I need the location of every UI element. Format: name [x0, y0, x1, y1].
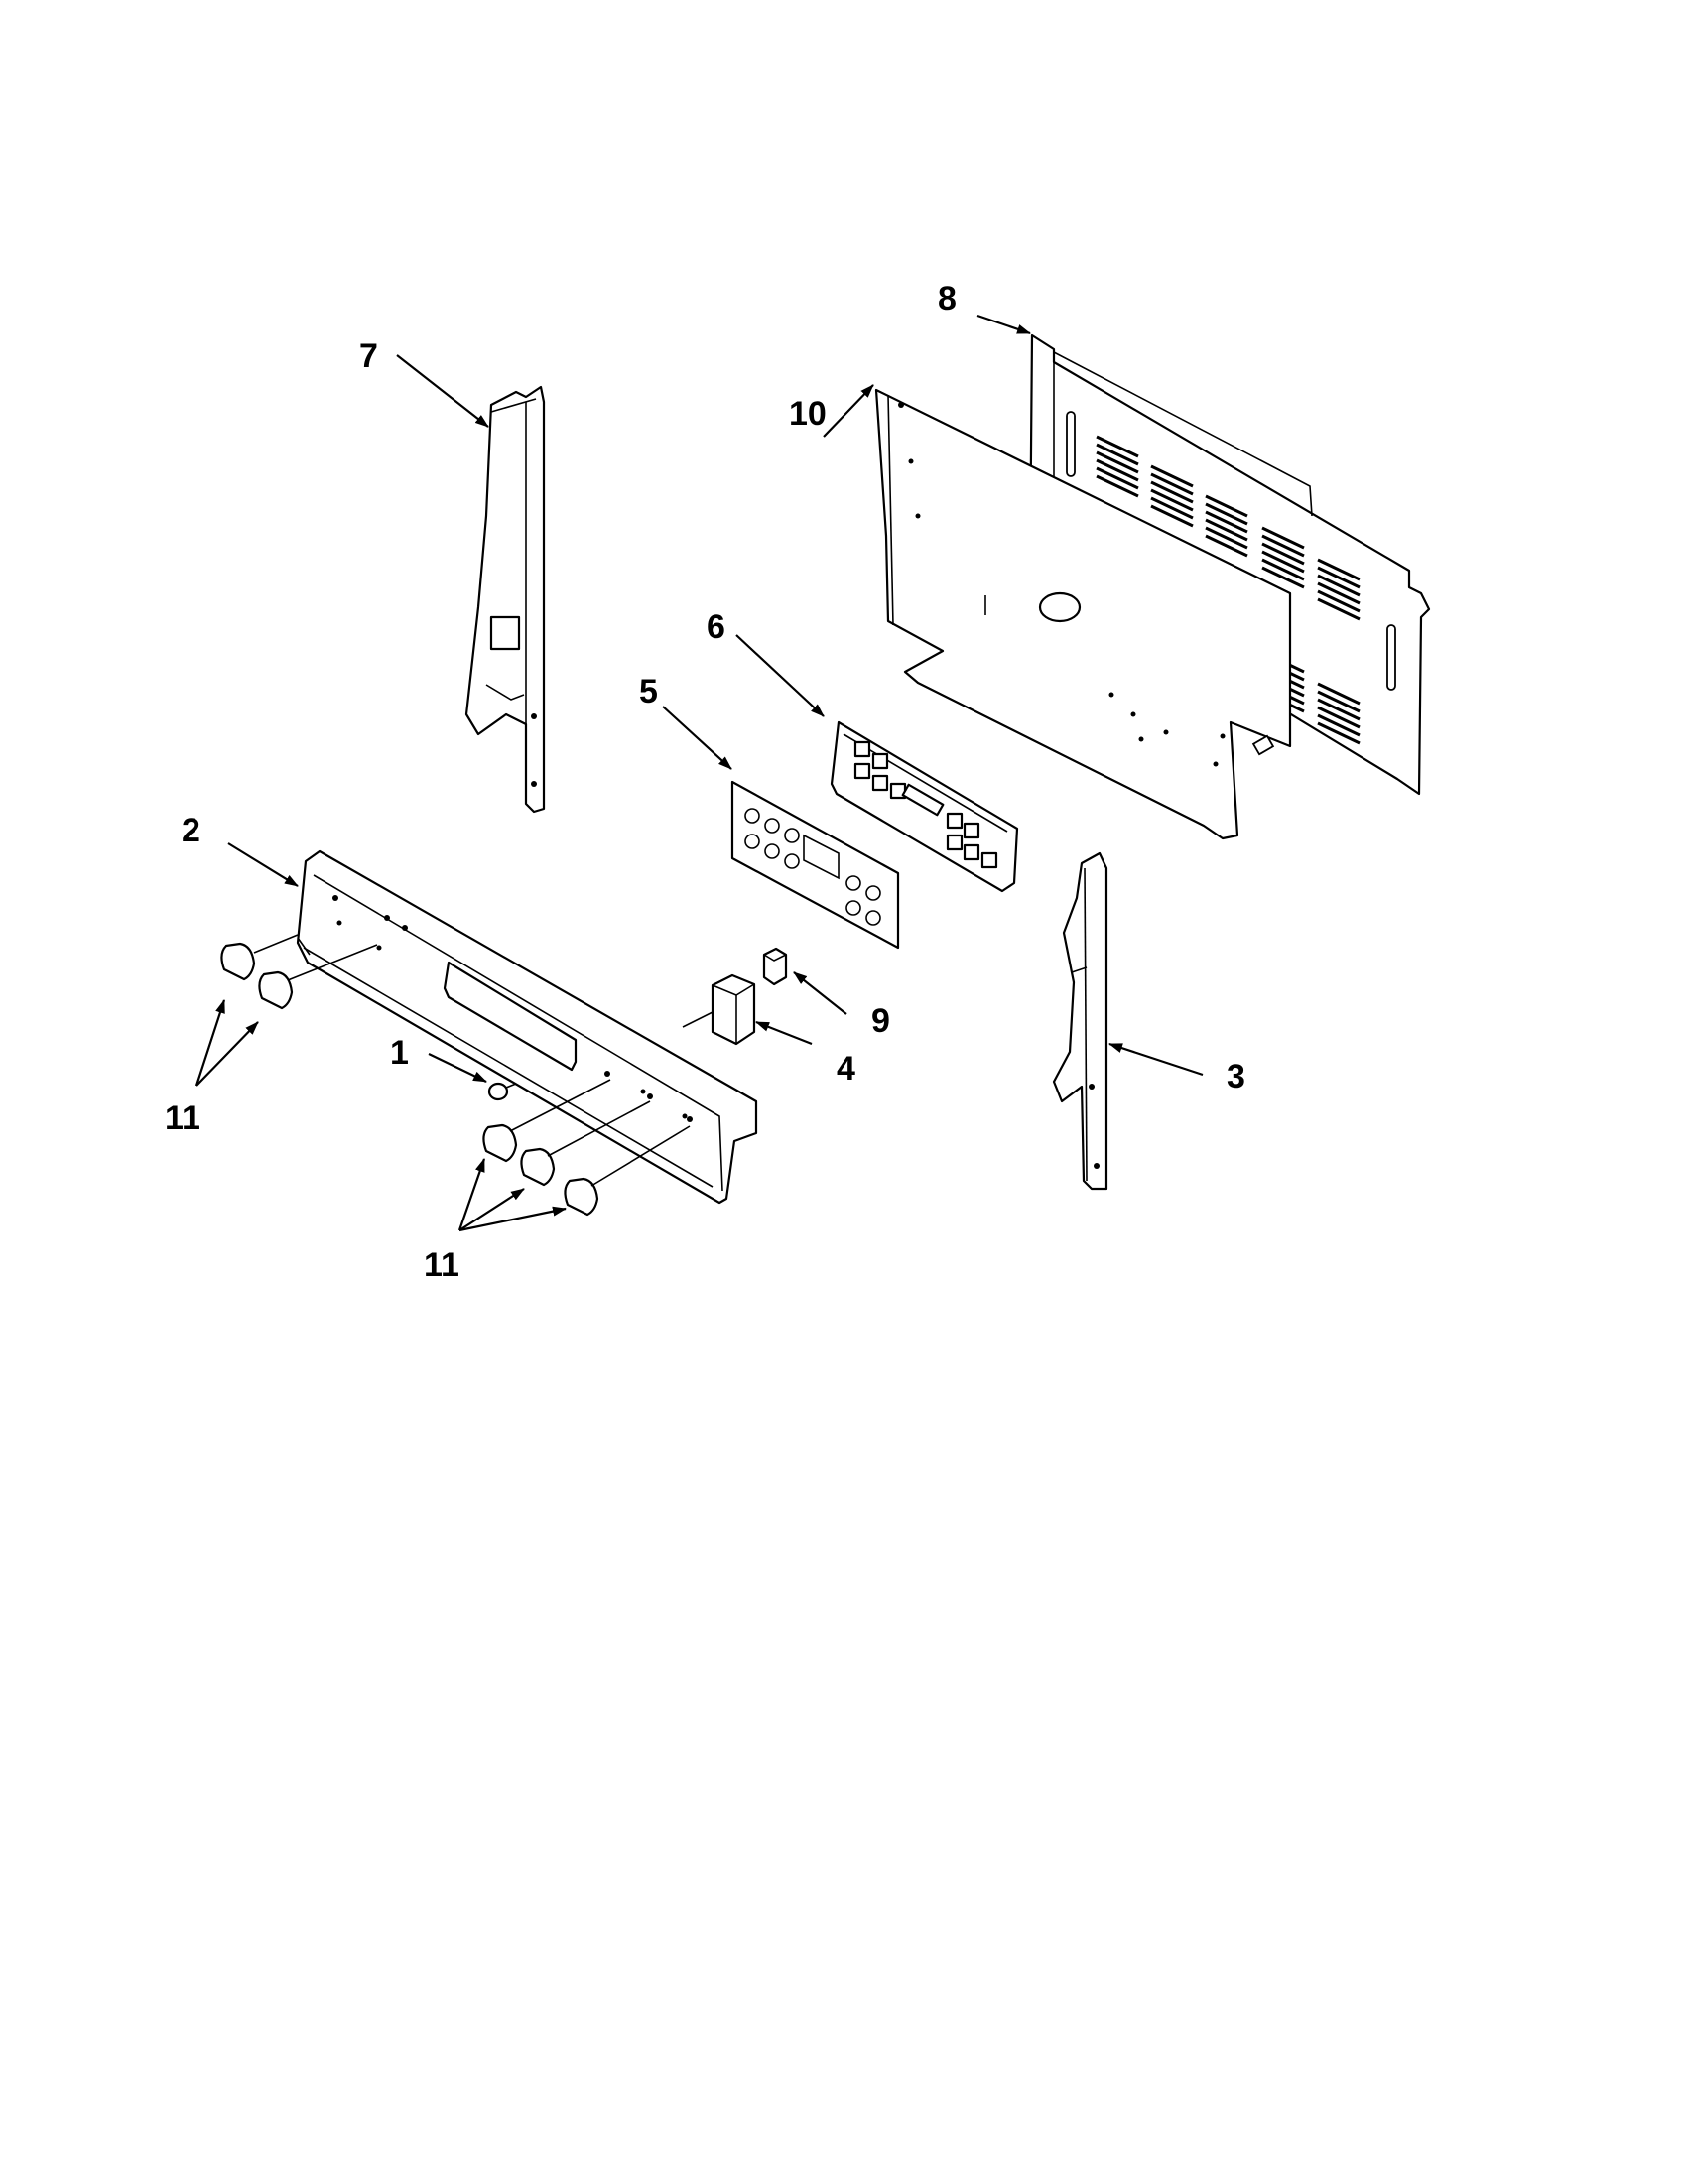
vent-slot [1096, 435, 1139, 458]
vent-slot [1150, 472, 1194, 496]
callout-4: 4 [837, 1050, 855, 1088]
vent-slot [1317, 713, 1361, 737]
knob-bottom-2 [520, 1100, 651, 1187]
vent-slot [1261, 534, 1305, 558]
small-switch-part [762, 947, 788, 986]
knob-bottom-1 [482, 1079, 611, 1163]
vent-slot [1317, 706, 1361, 729]
callout-3: 3 [1227, 1058, 1245, 1095]
vent-slot [1205, 510, 1248, 534]
leader-lines [195, 314, 1204, 1232]
vent-slot [1205, 502, 1248, 526]
vent-slot [1317, 698, 1361, 721]
knob-left-2 [258, 944, 378, 1010]
vent-slot [1317, 597, 1361, 621]
vent-slot [1317, 721, 1361, 745]
callout-labels: 8 10 7 6 5 2 9 4 3 1 11 11 [165, 280, 1245, 1284]
vent-slot [1205, 518, 1248, 542]
control-panel-part [296, 849, 758, 1205]
callout-11-bottom: 11 [424, 1246, 459, 1284]
vent-slot [1150, 496, 1194, 520]
callout-5: 5 [639, 673, 658, 710]
vent-slot [1317, 589, 1361, 613]
callout-7: 7 [359, 337, 378, 375]
vent-slot [1150, 488, 1194, 512]
callout-11-left: 11 [165, 1099, 200, 1137]
electronic-control-board-part [830, 720, 1019, 893]
switch-box-part [682, 973, 756, 1046]
vent-slot [1096, 443, 1139, 466]
vent-slot [1150, 504, 1194, 528]
touchpad-overlay-part [730, 780, 900, 950]
vent-slot [1317, 682, 1361, 706]
vent-slot [1096, 466, 1139, 490]
indicator-lens-part [487, 1082, 517, 1101]
vent-slot [1261, 550, 1305, 574]
callout-10: 10 [789, 395, 827, 433]
vent-slot [1096, 458, 1139, 482]
vent-slot [1261, 526, 1305, 550]
vent-slot [1150, 480, 1194, 504]
vent-slot [1261, 558, 1305, 581]
callout-1: 1 [390, 1034, 409, 1072]
callout-8: 8 [938, 280, 957, 318]
control-mounting-bracket-part [874, 388, 1292, 840]
vent-slot [1205, 526, 1248, 550]
vent-slot [1317, 566, 1361, 589]
callout-6: 6 [707, 608, 725, 646]
vent-slot [1261, 542, 1305, 566]
vent-slot [1317, 581, 1361, 605]
vent-slot [1205, 534, 1248, 558]
vent-slot [1096, 450, 1139, 474]
left-end-cap-part [464, 385, 546, 814]
knob-bottom-3 [564, 1125, 691, 1217]
vent-slot [1205, 494, 1248, 518]
knob-left-1 [220, 934, 299, 981]
callout-2: 2 [182, 812, 200, 849]
vent-slot [1096, 474, 1139, 498]
vent-slot [1317, 690, 1361, 713]
right-end-cap-part [1052, 851, 1108, 1191]
callout-9: 9 [871, 1002, 890, 1040]
vent-slot [1317, 574, 1361, 597]
vent-slot [1261, 566, 1305, 589]
vent-slot [1150, 464, 1194, 488]
vent-slot [1317, 558, 1361, 581]
control-knobs [220, 934, 691, 1217]
